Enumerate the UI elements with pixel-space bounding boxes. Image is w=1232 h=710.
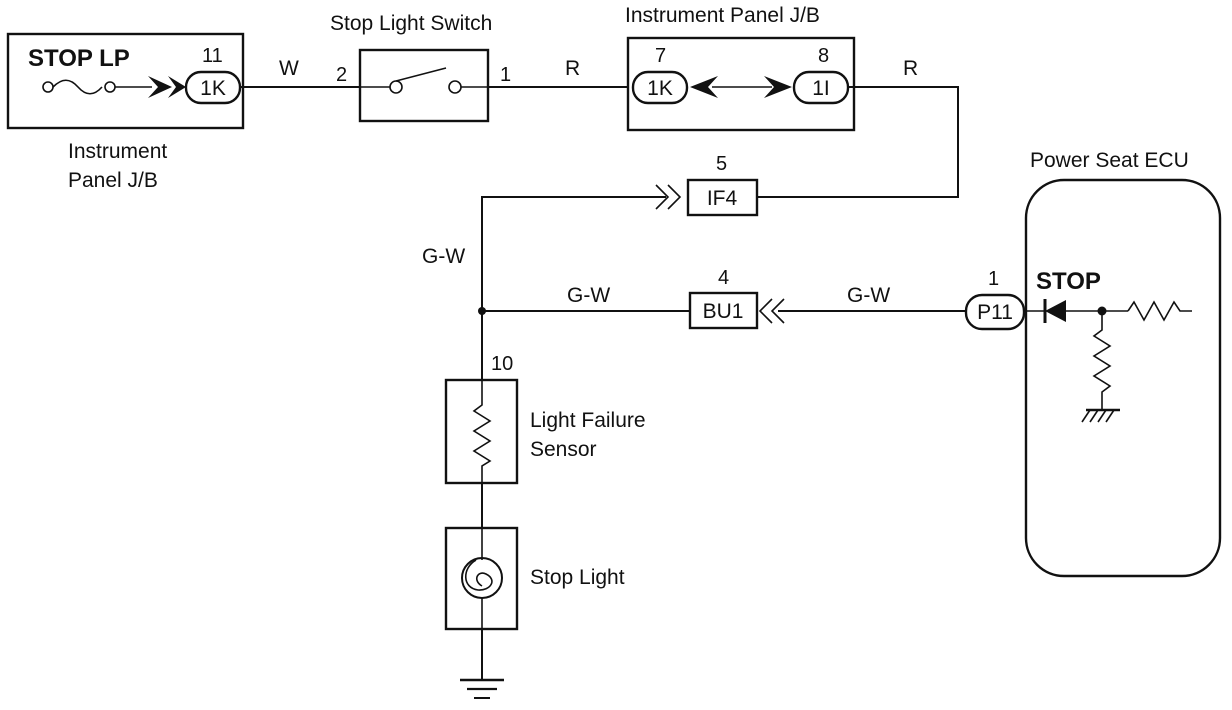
connector-arrow-icon bbox=[168, 76, 186, 98]
connector-bu1 bbox=[688, 291, 759, 330]
ground-icon bbox=[460, 678, 504, 699]
stop-light-switch-box bbox=[358, 48, 490, 123]
instrument-panel-jb-left-label-line2: Panel J/B bbox=[68, 169, 158, 192]
switch-icon bbox=[360, 67, 488, 94]
instrument-panel-jb-left-label-line1: Instrument bbox=[68, 140, 167, 163]
wire-gw-1 bbox=[481, 196, 666, 408]
ground-icon bbox=[1081, 408, 1120, 423]
stop-light-label: Stop Light bbox=[530, 566, 625, 589]
connector-1k-mid-label: 1K bbox=[647, 77, 673, 100]
pin-8: 8 bbox=[818, 45, 829, 67]
chevron-connector-icon bbox=[758, 298, 785, 324]
pin-2: 2 bbox=[336, 64, 347, 86]
connector-arrow-icon bbox=[764, 76, 792, 98]
pin-1-p11: 1 bbox=[988, 268, 999, 290]
connector-if4 bbox=[686, 178, 759, 217]
stop-light-switch-label: Stop Light Switch bbox=[330, 12, 492, 35]
connector-bu1-label: BU1 bbox=[703, 300, 744, 323]
pin-7: 7 bbox=[655, 45, 666, 67]
connector-1k-mid bbox=[631, 70, 689, 105]
connector-p11-label: P11 bbox=[977, 301, 1013, 324]
instrument-panel-jb-top-label: Instrument Panel J/B bbox=[625, 4, 820, 27]
lamp-icon bbox=[461, 528, 503, 629]
connector-arrow-icon bbox=[690, 76, 718, 98]
connector-1i-label: 1I bbox=[812, 77, 830, 100]
light-failure-sensor-label-line1: Light Failure bbox=[530, 409, 646, 432]
wire-r-2-label: R bbox=[903, 57, 918, 80]
wire-w-label: W bbox=[279, 57, 299, 80]
connector-arrow-icon bbox=[148, 76, 172, 98]
light-failure-sensor-label-line2: Sensor bbox=[530, 438, 597, 461]
wire-r-2 bbox=[757, 86, 959, 198]
power-seat-ecu-label: Power Seat ECU bbox=[1030, 149, 1189, 172]
wire-gw-2-label: G-W bbox=[567, 284, 610, 307]
pin-4: 4 bbox=[718, 267, 729, 289]
connector-1k-left-label: 1K bbox=[200, 77, 226, 100]
pin-1-switch: 1 bbox=[500, 64, 511, 86]
resistor-icon bbox=[1092, 311, 1112, 410]
connector-if4-label: IF4 bbox=[707, 187, 738, 210]
chevron-connector-icon bbox=[655, 184, 682, 210]
fuse-icon bbox=[42, 79, 152, 95]
wire-r-1-label: R bbox=[565, 57, 580, 80]
stop-input-label: STOP bbox=[1036, 268, 1101, 295]
pin-11: 11 bbox=[202, 45, 223, 67]
connector-p11 bbox=[964, 293, 1026, 331]
resistor-icon bbox=[472, 380, 492, 483]
stop-lp-label: STOP LP bbox=[28, 45, 130, 72]
pin-5: 5 bbox=[716, 153, 727, 175]
diode-icon bbox=[1024, 299, 1102, 323]
power-seat-ecu-box bbox=[1024, 178, 1222, 578]
wire-gw-1-label: G-W bbox=[422, 245, 465, 268]
pin-10: 10 bbox=[491, 353, 513, 375]
resistor-icon bbox=[1102, 300, 1192, 322]
wire-gw-3-label: G-W bbox=[847, 284, 890, 307]
